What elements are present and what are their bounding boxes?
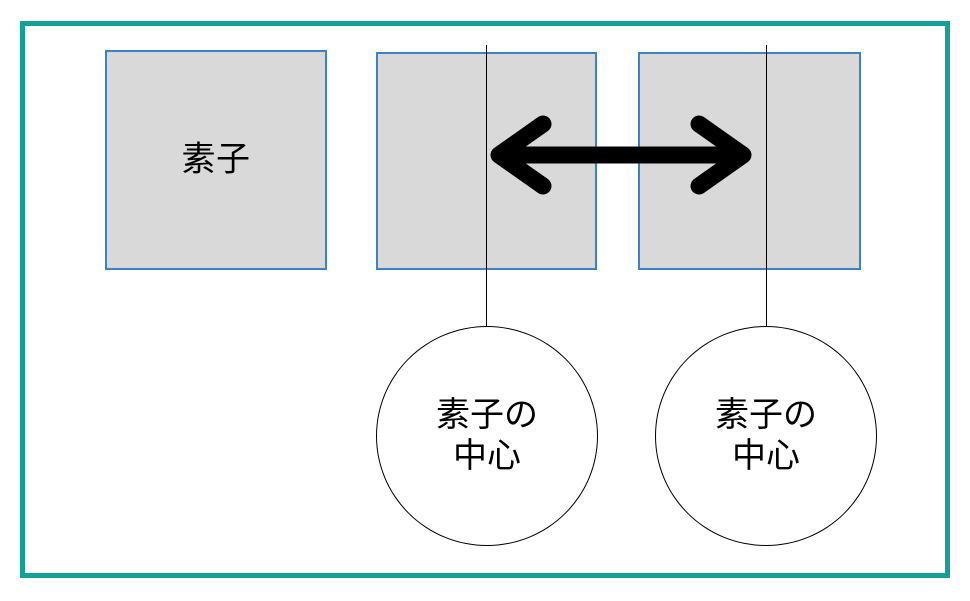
center-line-left: [486, 45, 487, 330]
element-block-1-label: 素子: [181, 140, 251, 179]
outer-frame: [20, 21, 950, 578]
center-line-right: [766, 45, 767, 330]
callout-circle-right[interactable]: 素子の 中心: [655, 326, 877, 546]
element-block-1[interactable]: 素子: [105, 50, 327, 270]
callout-circle-left-label: 素子の 中心: [436, 396, 538, 475]
callout-circle-right-label: 素子の 中心: [715, 396, 817, 475]
callout-circle-left[interactable]: 素子の 中心: [376, 326, 598, 546]
element-block-3[interactable]: [638, 52, 861, 270]
